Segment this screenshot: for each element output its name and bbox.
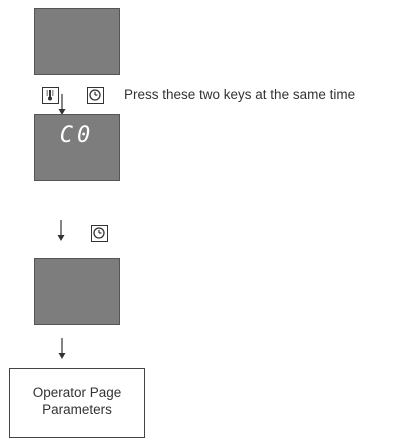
clock-key-icon [91,225,108,242]
display-c0: C0 [34,114,120,181]
instruction-text: Press these two keys at the same time [124,87,356,102]
down-arrow-icon [58,94,66,115]
param-box-line-1: Operator Page [32,385,122,400]
display-blank-bottom [34,258,120,325]
param-box-line-2: Parameters [42,402,112,417]
down-arrow-icon [57,220,65,241]
down-arrow-icon [58,338,66,359]
thermometer-key-icon [42,87,59,104]
display-readout: C0 [59,123,95,148]
clock-key-icon [87,87,104,104]
display-blank-top [34,8,120,75]
operator-page-parameters-box: Operator Page Parameters [9,368,145,438]
